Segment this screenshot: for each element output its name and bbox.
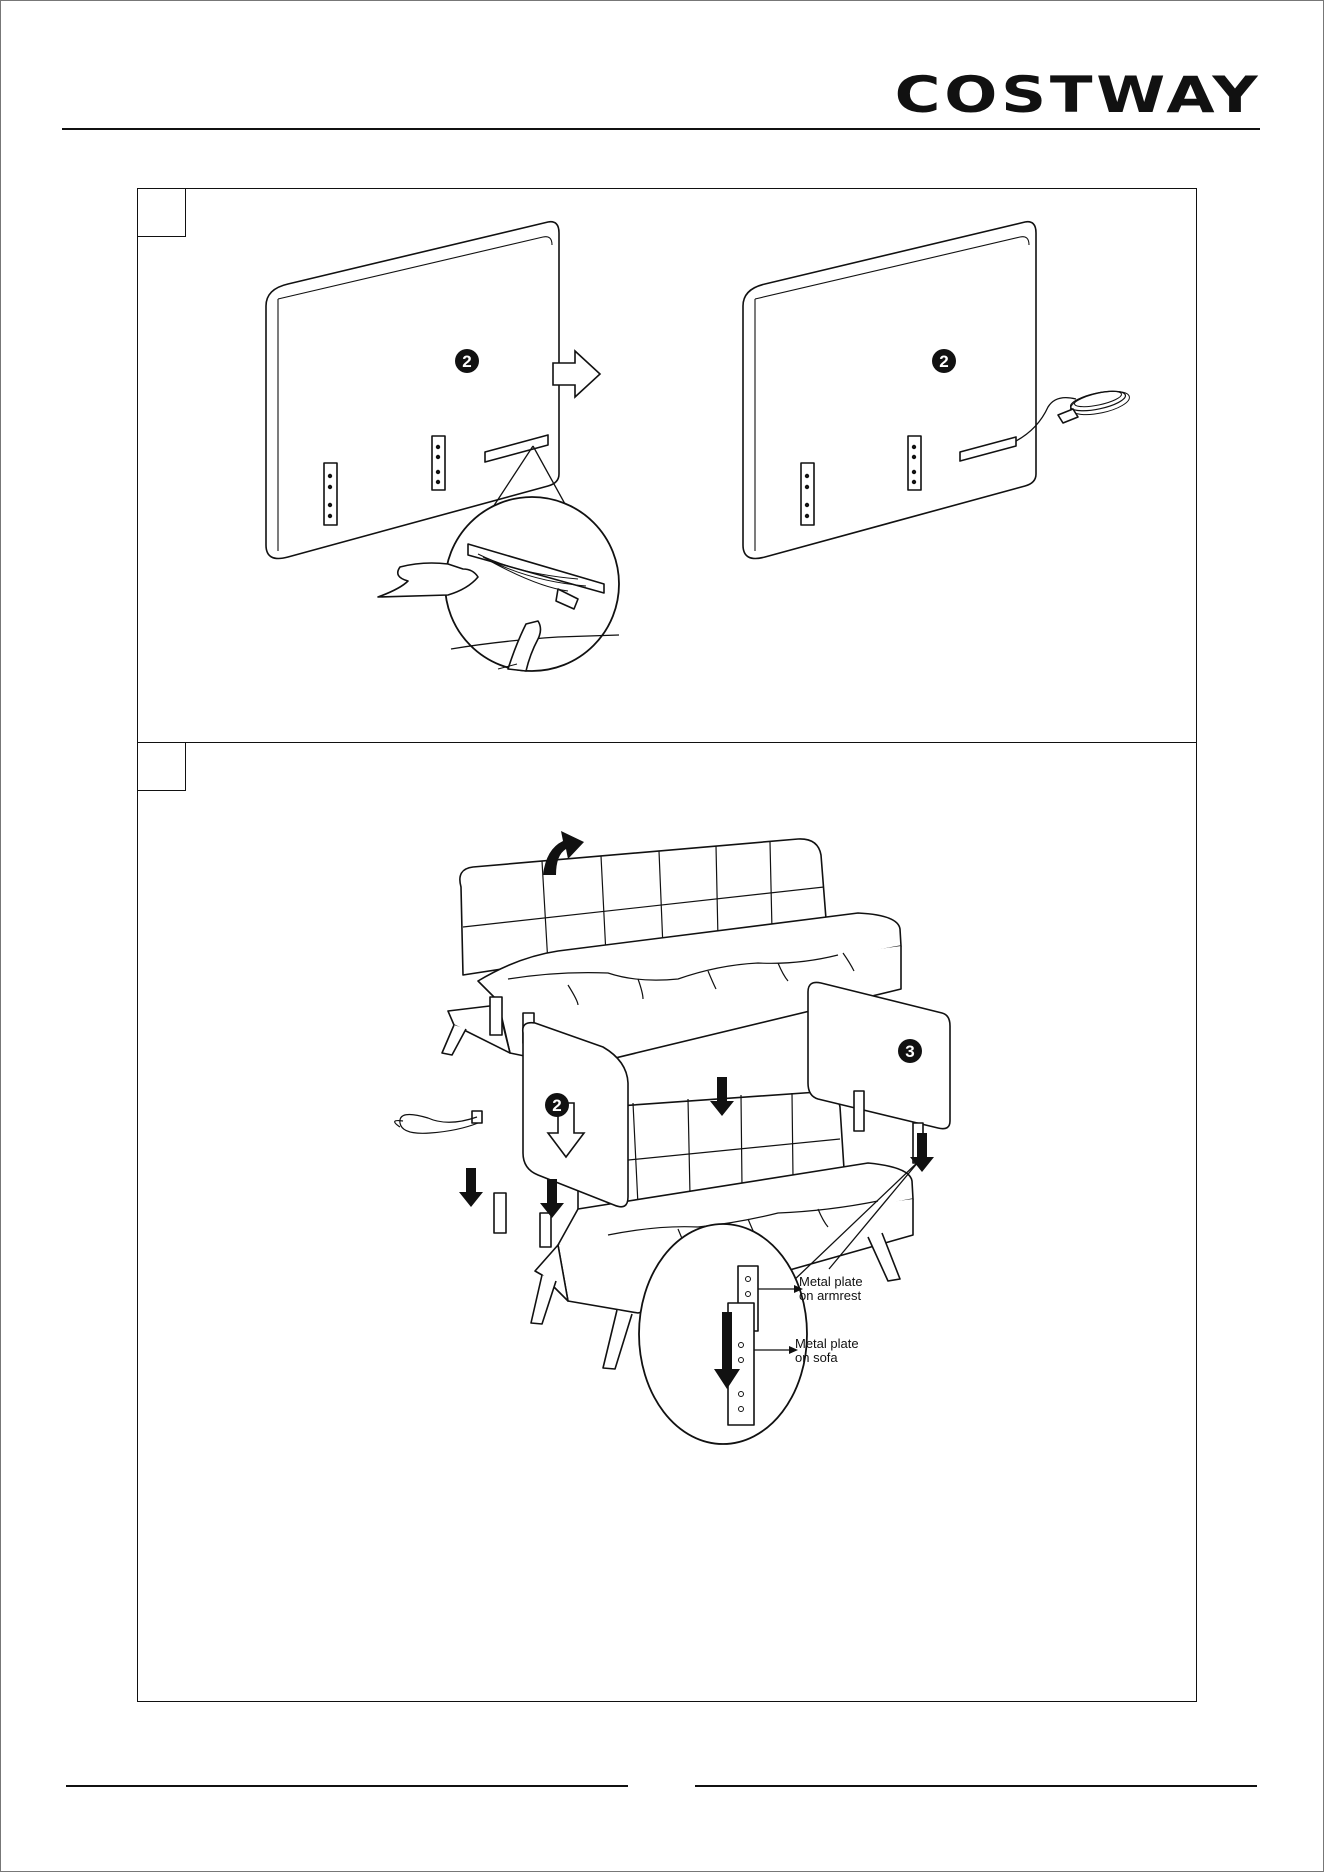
marker-label-3: 2 (552, 1096, 561, 1115)
arrow-down-solid-icon (540, 1179, 564, 1218)
marker-label-2: 2 (939, 352, 948, 371)
armrest-panel-right (743, 222, 1131, 559)
brand-logo: COSTWAY (894, 66, 1261, 124)
arrow-right-icon (553, 351, 600, 397)
callout-metal-plate-sofa: Metal plate on sofa (795, 1337, 859, 1365)
step-panel-1: 2 2 (137, 188, 1197, 743)
marker-label-4: 3 (905, 1042, 914, 1061)
callout-metal-plate-armrest: Metal plate on armrest (799, 1275, 863, 1303)
footer-divider-right (695, 1785, 1257, 1787)
callout-armrest-line2: on armrest (799, 1289, 863, 1303)
footer-divider-left (66, 1785, 628, 1787)
arrow-down-solid-icon (459, 1168, 483, 1207)
armrest-cord-illustration: 2 2 (138, 189, 1198, 744)
marker-label-1: 2 (462, 352, 471, 371)
header-divider (62, 128, 1260, 130)
callout-sofa-line1: Metal plate (795, 1337, 859, 1351)
sofa-assembly-illustration: 2 3 (138, 743, 1198, 1703)
callout-sofa-line2: on sofa (795, 1351, 859, 1365)
step-panel-2: 2 3 Metal plate on armrest Metal plate o… (137, 742, 1197, 1702)
callout-armrest-line1: Metal plate (799, 1275, 863, 1289)
